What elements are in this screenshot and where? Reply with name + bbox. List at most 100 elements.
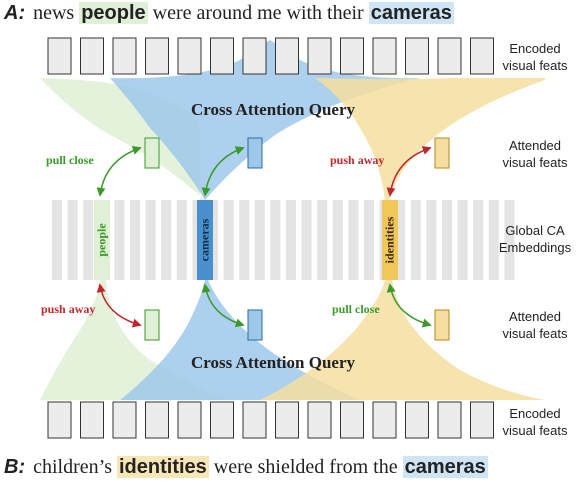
attended-feat-green-top <box>144 137 160 169</box>
global-ca-embedding-slot <box>176 200 187 280</box>
global-ca-embeddings <box>52 200 515 280</box>
arrow-label-pull-close-top: pull close <box>46 153 94 167</box>
global-ca-embedding-slot <box>223 200 234 280</box>
encoded-visual-feat-box <box>47 401 72 439</box>
encoded-visual-feats-bottom <box>47 401 494 439</box>
global-ca-embedding-slot <box>504 200 515 280</box>
pull-close-arrow-top-left <box>96 146 142 197</box>
encoded-visual-feat-box <box>210 37 234 75</box>
encoded-visual-feat-box <box>112 37 137 75</box>
global-ca-embedding-slot <box>270 200 281 280</box>
global-ca-embedding-slot <box>473 200 484 280</box>
token-people: people <box>94 200 110 280</box>
encoded-visual-feat-box <box>340 37 364 75</box>
highlighted-word: cameras <box>368 2 454 24</box>
global-ca-embedding-slot <box>317 200 328 280</box>
global-ca-embedding-slot <box>442 200 452 280</box>
encoded-visual-feat-box <box>470 37 494 75</box>
encoded-visual-feat-box <box>340 401 364 439</box>
encoded-visual-feat-box <box>307 401 332 439</box>
attended-feat-yellow-top <box>434 137 450 169</box>
sentence-text: children’s <box>33 456 117 478</box>
global-ca-embedding-slot <box>161 200 172 280</box>
pull-close-arrow-bottom-right <box>386 283 432 328</box>
global-ca-embedding-slot <box>52 200 62 280</box>
global-ca-embedding-slot <box>239 200 250 280</box>
global-ca-embedding-slot <box>208 200 218 280</box>
sentence-tag: A: <box>4 2 26 24</box>
encoded-visual-feat-box <box>145 401 169 439</box>
global-ca-embedding-slot <box>83 200 94 280</box>
push-away-arrow-bottom-left <box>96 283 142 328</box>
attention-funnel-blue-bottom <box>120 280 360 400</box>
global-ca-embedding-slot <box>114 200 125 280</box>
global-ca-embedding-slot <box>332 200 343 280</box>
token-cameras: cameras <box>197 200 213 280</box>
encoded-visual-feat-box <box>437 37 462 75</box>
encoded-visual-feat-box <box>470 401 494 439</box>
global-ca-embedding-slot <box>410 200 421 280</box>
global-ca-embedding-slot <box>364 200 374 280</box>
encoded-visual-feat-box <box>210 401 234 439</box>
attention-funnel-yellow-bottom <box>260 280 545 400</box>
global-ca-embedding-slot <box>457 200 468 280</box>
sentence-text: were around me with their <box>147 2 369 24</box>
global-ca-embedding-slot <box>426 200 437 280</box>
global-ca-embedding-slot <box>348 200 359 280</box>
attended-feat-yellow-bottom <box>434 309 450 341</box>
encoded-visual-feat-box <box>80 401 104 439</box>
encoded-visual-feat-box <box>145 37 169 75</box>
cross-attention-query-top: Cross Attention Query <box>190 100 355 119</box>
attended-feat-green-bottom <box>144 309 160 341</box>
global-ca-embedding-slot <box>254 200 265 280</box>
attended-feat-blue-bottom <box>247 309 263 341</box>
pull-close-arrow-top-middle <box>201 146 245 197</box>
global-ca-embedding-slot <box>301 200 312 280</box>
sentence-text: news <box>33 2 80 24</box>
attention-funnel-yellow-top <box>315 78 545 200</box>
encoded-visual-feat-box <box>275 37 299 75</box>
sentence-tag: B: <box>4 456 26 478</box>
highlighted-word: cameras <box>402 456 488 478</box>
encoded-visual-feat-box <box>437 401 462 439</box>
encoded-visual-feat-box <box>307 37 332 75</box>
encoded-visual-feat-box <box>275 401 299 439</box>
global-ca-embedding-slot <box>130 200 140 280</box>
encoded-visual-feat-box <box>405 401 429 439</box>
pull-close-arrow-bottom-middle <box>201 283 245 328</box>
highlighted-word: identities <box>116 456 209 478</box>
arrow-label-push-away-top: push away <box>330 153 385 167</box>
push-away-arrow-top-right <box>386 146 432 197</box>
global-ca-embedding-slot <box>286 200 296 280</box>
encoded-visual-feat-box <box>372 401 397 439</box>
global-ca-embedding-slot <box>395 200 406 280</box>
encoded-visual-feat-box <box>112 401 137 439</box>
global-ca-embedding-slot <box>145 200 156 280</box>
encoded-visual-feat-box <box>177 401 202 439</box>
global-ca-embedding-slot <box>488 200 499 280</box>
encoded-visual-feat-box <box>80 37 104 75</box>
encoded-visual-feat-box <box>372 37 397 75</box>
arrow-label-push-away-bottom: push away <box>41 302 96 316</box>
encoded-visual-feat-box <box>405 37 429 75</box>
encoded-visual-feat-box <box>242 37 267 75</box>
encoded-visual-feat-box <box>177 37 202 75</box>
attended-feat-blue-top <box>247 137 263 169</box>
encoded-visual-feats-top <box>47 37 494 75</box>
sentence-a: A:news people were around me with their … <box>4 2 454 25</box>
global-ca-embedding-slot <box>67 200 78 280</box>
encoded-visual-feat-box <box>47 37 72 75</box>
arrow-label-pull-close-bottom: pull close <box>332 302 380 316</box>
encoded-visual-feat-box <box>242 401 267 439</box>
cross-attention-query-bottom: Cross Attention Query <box>190 353 355 372</box>
sentence-b: B: children’s identities were shielded fr… <box>4 456 488 479</box>
token-identities: identities <box>382 200 398 280</box>
sentence-text: were shielded from the <box>208 456 403 478</box>
attention-funnel-green-bottom <box>40 280 225 400</box>
